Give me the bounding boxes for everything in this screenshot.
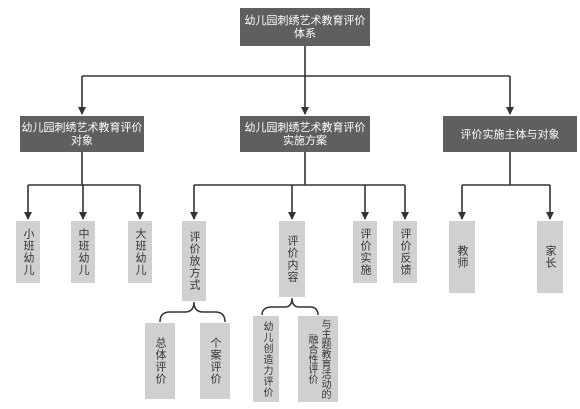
node-label: 小班幼儿 xyxy=(22,228,35,276)
node-label: 评价对象 xyxy=(71,121,143,147)
node-middle-class: 中班幼儿 xyxy=(71,221,95,283)
node-evaluation-feedback: 评价反馈 xyxy=(393,221,417,283)
node-label: 家长 xyxy=(544,245,557,269)
node-evaluation-method: 评价放方式 xyxy=(182,221,206,301)
node-parent: 家长 xyxy=(537,221,563,293)
node-teacher: 教师 xyxy=(449,221,475,293)
node-overall-evaluation: 总体评价 xyxy=(145,323,175,399)
node-label: 幼儿创造力评价 xyxy=(261,320,272,398)
root-node: 幼儿园刺绣艺术教育评价体系 xyxy=(240,8,370,46)
node-label: 与主题教育活动的融合性评价 xyxy=(306,319,330,399)
node-label: 评价实施 xyxy=(359,228,372,276)
node-label: 评价实施主体与对象 xyxy=(460,127,560,141)
node-evaluation-content: 评价内容 xyxy=(279,221,305,297)
node-label: 幼儿园刺绣艺术教育 xyxy=(244,121,344,134)
node-evaluation-objects: 幼儿园刺绣艺术教育评价对象 xyxy=(20,116,144,152)
node-small-class: 小班幼儿 xyxy=(16,221,40,283)
node-label: 中班幼儿 xyxy=(77,228,90,276)
node-label: 教师 xyxy=(456,245,469,269)
root-line2: 评价体系 xyxy=(294,14,366,40)
node-label: 评价放方式 xyxy=(188,231,201,291)
node-evaluation-implementation: 评价实施 xyxy=(353,221,377,283)
node-label: 幼儿园刺绣艺术教育 xyxy=(21,121,121,134)
node-label: 评价实施方案 xyxy=(283,121,366,147)
node-creativity-evaluation: 幼儿创造力评价 xyxy=(253,316,279,402)
node-evaluation-plan: 幼儿园刺绣艺术教育评价实施方案 xyxy=(240,116,370,152)
node-label: 个案评价 xyxy=(209,337,222,385)
node-label: 大班幼儿 xyxy=(134,228,147,276)
node-integration-evaluation: 与主题教育活动的融合性评价 xyxy=(298,316,338,402)
node-case-evaluation: 个案评价 xyxy=(200,323,230,399)
node-evaluation-subjects: 评价实施主体与对象 xyxy=(443,116,577,152)
root-line1: 幼儿园刺绣艺术教育 xyxy=(244,14,344,27)
node-label: 总体评价 xyxy=(154,337,167,385)
node-label: 评价内容 xyxy=(286,235,299,283)
node-label: 评价反馈 xyxy=(399,228,412,276)
node-big-class: 大班幼儿 xyxy=(128,221,152,283)
